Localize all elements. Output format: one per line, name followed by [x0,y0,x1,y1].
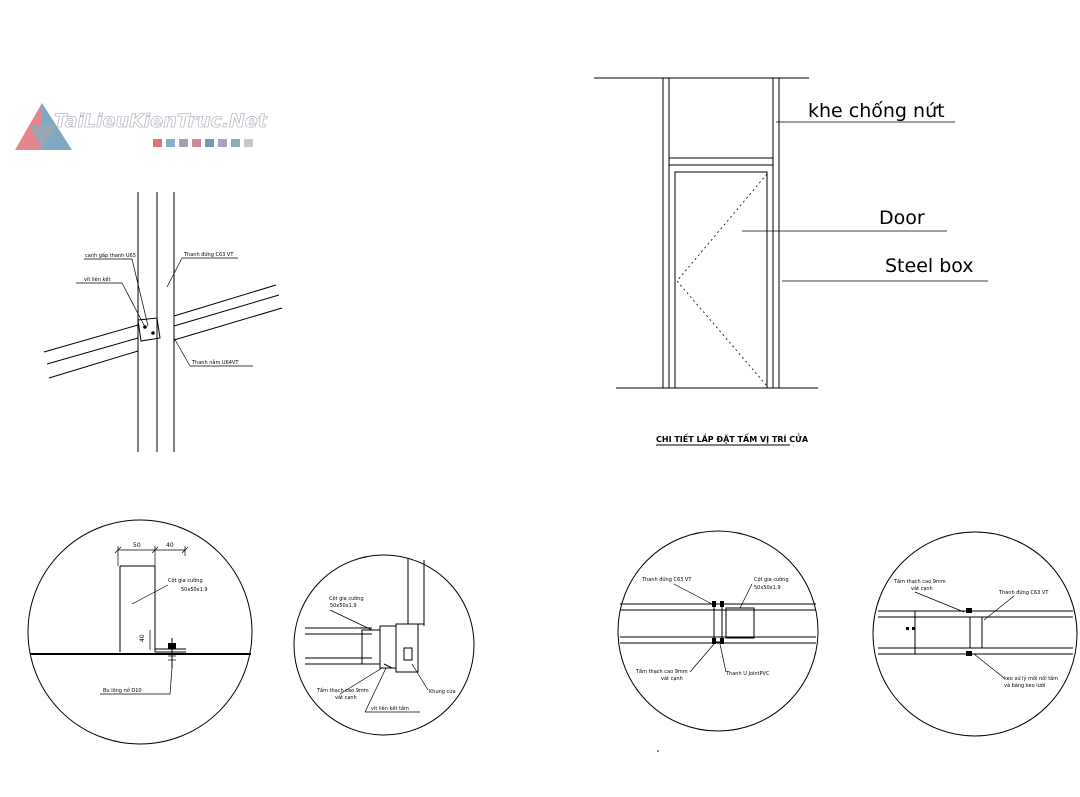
label-board-edge: vát cạnh [335,694,357,701]
leader-post [739,583,753,609]
dim-40-vertical: 40 [139,634,146,642]
leader-joint [719,643,727,673]
watermark-logo: TaiLieuKienTruc.Net [15,103,268,150]
leader-board [339,667,383,695]
leader-stud [983,595,1015,621]
leader-post [329,609,373,631]
label-post-size: 50x50x1.9 [754,585,781,591]
dim-50: 50 [133,542,141,549]
dimension-line [114,546,189,566]
label-post: Cột gia cường [754,576,789,583]
wall-board-section [620,603,816,644]
label-screw: vít liên kết tấm [371,705,409,712]
label-steel-box: Steel box [885,255,974,277]
watermark-bar [244,139,253,147]
label-screw: vít liên kết [84,276,110,283]
leader-frame [411,663,429,691]
label-frame: Khung cửa [429,688,456,695]
stud-rail-joint-detail: canh gấp thanh U65 vít liên kết Thanh đứ… [43,192,283,452]
label-gap-edge: canh gấp thanh U65 [85,252,136,259]
detail-circle-stud-post: Thanh đứng C63 VT Cột gia cường 50x50x1.… [617,530,819,732]
stray-dot [657,750,659,752]
label-stud: Thanh đứng C63 VT [183,251,234,258]
label-stud: Thanh đứng C63 VT [641,576,692,583]
watermark-bar [153,139,162,147]
detail-circle-door-frame: Cột gia cường 50x50x1.9 Tấm thạch cao 9m… [293,554,475,736]
leader-post [131,584,169,605]
label-sealant: keo xử lý mối nối tấm [1004,675,1058,682]
leader-board [689,643,715,673]
screw-icon [151,331,155,335]
label-post: Cột gia cường [329,595,364,602]
label-door: Door [879,207,925,229]
watermark-text: TaiLieuKienTruc.Net [54,110,268,132]
label-board: Tấm thạch cao 9mm [635,668,688,675]
label-board-edge: vát cạnh [661,675,683,682]
door-detail-title: CHI TIẾT LẮP ĐẶT TẤM VỊ TRÍ CỬA [656,432,809,444]
wall-board-section [878,610,1073,655]
stud-section [906,608,983,656]
watermark-bar [166,139,175,147]
watermark-bar [192,139,201,147]
leader-stud [673,583,713,605]
steel-frame-section [361,558,425,673]
door-leader-lines [742,121,988,282]
detail-circle-board-joint: Tấm thạch cao 9mm vát cạnh Thanh đứng C6… [872,531,1078,737]
leader-board [914,591,965,613]
dim-40: 40 [166,542,174,549]
label-board: Tấm thạch cao 9mm [893,578,946,585]
label-post-size: 50x50x1.9 [181,587,208,593]
anchor-bolt-icon [168,638,176,668]
watermark-bar [205,139,214,147]
label-joint: Thanh U JointPVC [725,671,770,677]
wall-board-section [305,627,372,665]
label-post-size: 50x50x1.9 [330,603,357,609]
door-leaf [674,171,768,389]
vertical-stud [137,192,175,452]
leader-sealant [973,653,1005,679]
watermark-bar [179,139,188,147]
steel-box-frame [662,78,780,388]
label-stud: Thanh đứng C63 VT [998,589,1049,596]
label-gap: khe chống nứt [808,100,945,122]
label-board-edge: vát cạnh [911,585,933,592]
watermark-bar [218,139,227,147]
watermark-bar [231,139,240,147]
label-sealant-2: và băng keo lưới [1004,682,1045,689]
watermark-color-bars [153,139,253,147]
label-board: Tấm thạch cao 9mm [316,687,369,694]
logo-triangle-icon [15,103,72,150]
horizontal-rail [43,284,283,379]
stud-and-post [712,601,755,644]
door-detail: khe chống nứt Door Steel box CHI TIẾT LẮ… [594,77,988,446]
label-bolt: Bu lông nở D10 [103,687,142,694]
label-post: Cột gia cường [168,577,203,584]
detail-circle-post-base: 50 40 40 Cột gia cường 50x50x1.9 Bu lông… [27,519,253,745]
label-rail: Thanh nằm U64VT [191,359,239,366]
leader-lines [76,257,253,367]
reinforcement-post [119,565,186,653]
